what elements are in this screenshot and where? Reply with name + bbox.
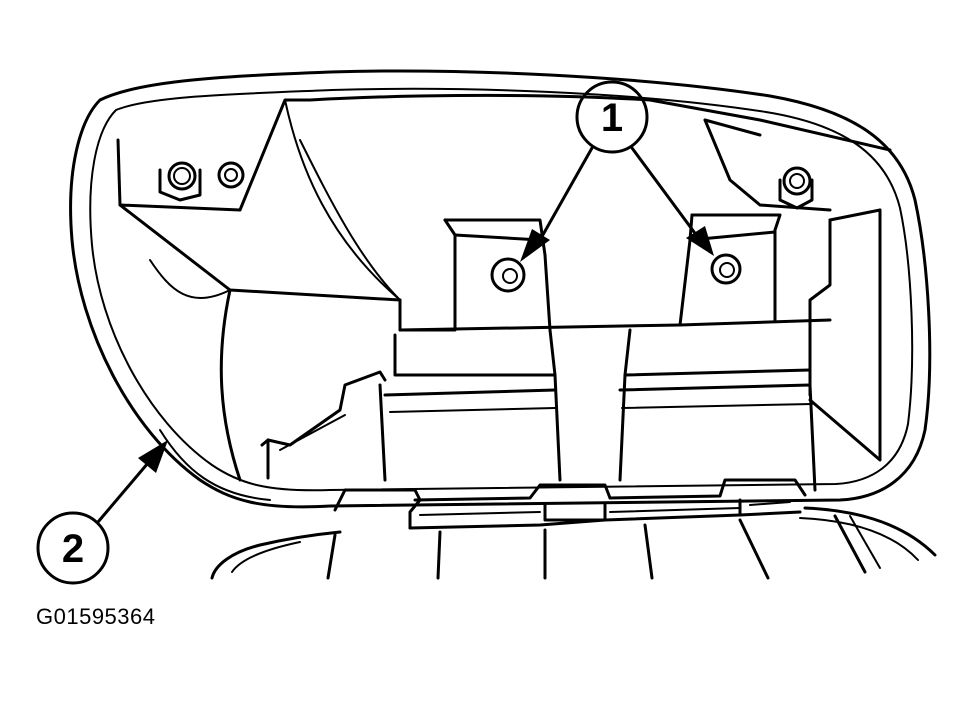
arrowhead-1b [686,226,714,256]
figure-id: G01595364 [36,604,156,629]
callout-2: 2 [36,440,168,585]
left-stepped-bracket [260,370,387,480]
left-mount-hole-large [167,161,197,191]
right-mount-hole [782,166,812,196]
leader-line-1b [630,146,699,238]
leader-line-1a [538,146,594,242]
callout-1-label: 1 [601,96,623,140]
arrowhead-2 [138,440,168,473]
callout-2-label: 2 [62,527,84,571]
left-mounting-tab [158,161,245,202]
bottom-frame [210,478,937,580]
stud-right [710,253,742,285]
arrowhead-1a [520,229,550,262]
callout-1: 1 [520,80,714,262]
leader-line-2 [96,461,150,524]
housing-shell [69,69,932,509]
left-mount-hole-small [217,161,245,189]
right-mounting-tab [778,166,814,210]
stud-left [490,257,526,293]
central-bracket [378,213,832,492]
